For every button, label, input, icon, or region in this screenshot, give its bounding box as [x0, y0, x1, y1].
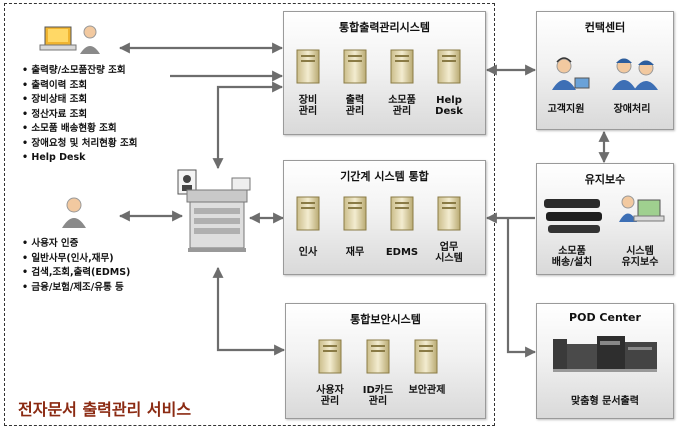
server-icon — [366, 339, 390, 374]
integration-system-title: 기간계 시스템 통합 — [340, 170, 429, 183]
maintenance-title: 유지보수 — [584, 173, 626, 186]
security-system-title: 통합보안시스템 — [350, 313, 421, 326]
arrow-printer-security — [212, 266, 286, 356]
server-label: 보안관제 — [408, 385, 446, 396]
server-icon — [318, 339, 342, 374]
server-label: 소모품 관리 — [388, 95, 416, 117]
server-label: 장비 관리 — [298, 95, 318, 117]
server-icon — [343, 49, 367, 84]
list-item: 출력이력 조회 — [22, 79, 137, 94]
server-icon — [414, 339, 438, 374]
server-icon — [437, 196, 461, 231]
server-label: 업무 시스템 — [435, 242, 463, 264]
server-icon — [296, 196, 320, 231]
admin-function-list: 출력량/소모품잔량 조회 출력이력 조회 장비상태 조회 정산자료 조회 소모품… — [22, 64, 137, 166]
server-label: 출력 관리 — [345, 95, 365, 117]
arrow-to-pod — [506, 218, 537, 358]
toner-cartridge-icon — [544, 199, 602, 233]
arrow-printer-management — [212, 81, 284, 170]
server-label: 사용자 관리 — [316, 385, 344, 407]
management-system-title: 통합출력관리시스템 — [338, 21, 431, 34]
server-label: EDMS — [385, 247, 419, 258]
contact-item-label: 고객지원 — [547, 104, 585, 115]
pod-center-label: 맞춤형 문서출력 — [571, 396, 639, 407]
contact-center-title: 컨택센터 — [584, 21, 626, 34]
server-icon — [437, 49, 461, 84]
support-agent-icon — [552, 57, 590, 90]
server-icon — [390, 196, 414, 231]
server-icon — [296, 49, 320, 84]
service-title: 전자문서 출력관리 서비스 — [18, 400, 192, 419]
list-item: Help Desk — [22, 151, 137, 166]
server-label: Help Desk — [435, 95, 463, 117]
maintenance-item-label: 시스템 유지보수 — [621, 246, 659, 268]
technician-computer-icon — [619, 195, 665, 222]
pod-center-title: POD Center — [569, 311, 641, 324]
list-item: 정산자료 조회 — [22, 108, 137, 123]
server-label: 인사 — [298, 247, 318, 258]
list-item: 소모품 배송현황 조회 — [22, 122, 137, 137]
list-item: 장애요청 및 처리현황 조회 — [22, 137, 137, 152]
list-item: 일반사무(인사,재무) — [22, 252, 130, 267]
list-item: 사용자 인증 — [22, 237, 130, 252]
list-item: 장비상태 조회 — [22, 93, 137, 108]
list-item: 금융/보험/제조/유통 등 — [22, 281, 130, 296]
contact-item-label: 장애처리 — [613, 104, 651, 115]
user-function-list: 사용자 인증 일반사무(인사,재무) 검색,조회,출력(EDMS) 금융/보험/… — [22, 237, 130, 295]
server-icon — [390, 49, 414, 84]
repair-agent-icon — [612, 58, 658, 90]
list-item: 검색,조회,출력(EDMS) — [22, 266, 130, 281]
maintenance-item-label: 소모품 배송/설치 — [551, 246, 593, 268]
server-label: ID카드 관리 — [362, 385, 394, 407]
list-item: 출력량/소모품잔량 조회 — [22, 64, 137, 79]
server-label: 재무 — [345, 247, 365, 258]
server-icon — [343, 196, 367, 231]
